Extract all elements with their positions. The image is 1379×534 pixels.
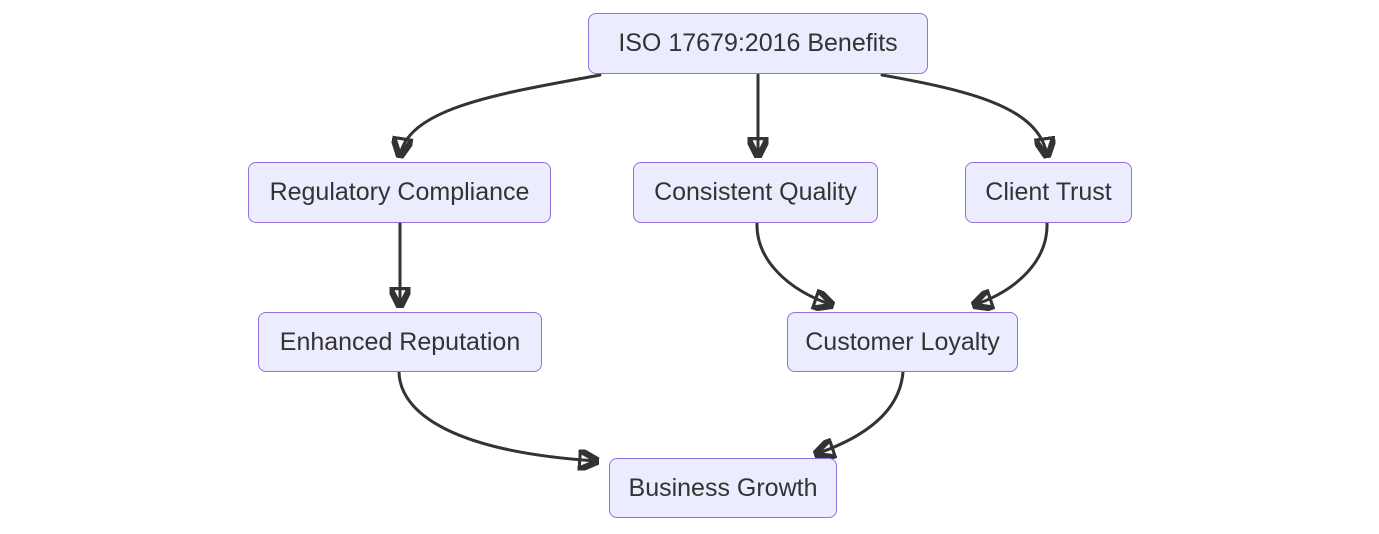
edge-reputation-to-growth — [397, 370, 597, 461]
node-enhanced-reputation: Enhanced Reputation — [258, 312, 542, 372]
edge-benefits-to-trust — [880, 73, 1047, 156]
node-label: Consistent Quality — [654, 178, 857, 206]
node-iso-benefits: ISO 17679:2016 Benefits — [588, 13, 928, 74]
node-regulatory-compliance: Regulatory Compliance — [248, 162, 551, 223]
node-label: Business Growth — [628, 473, 818, 502]
node-business-growth: Business Growth — [609, 458, 837, 518]
node-client-trust: Client Trust — [965, 162, 1132, 223]
node-label: Enhanced Reputation — [279, 327, 521, 356]
node-label: Regulatory Compliance — [269, 178, 530, 206]
node-customer-loyalty: Customer Loyalty — [787, 312, 1018, 372]
node-label: Customer Loyalty — [805, 327, 1000, 356]
node-label: Client Trust — [985, 178, 1112, 206]
edge-quality-to-loyalty — [755, 221, 832, 305]
edge-loyalty-to-growth — [816, 370, 905, 454]
edge-benefits-to-regulatory — [400, 73, 602, 156]
node-label: ISO 17679:2016 Benefits — [618, 29, 898, 57]
edge-trust-to-loyalty — [974, 221, 1049, 305]
node-consistent-quality: Consistent Quality — [633, 162, 878, 223]
